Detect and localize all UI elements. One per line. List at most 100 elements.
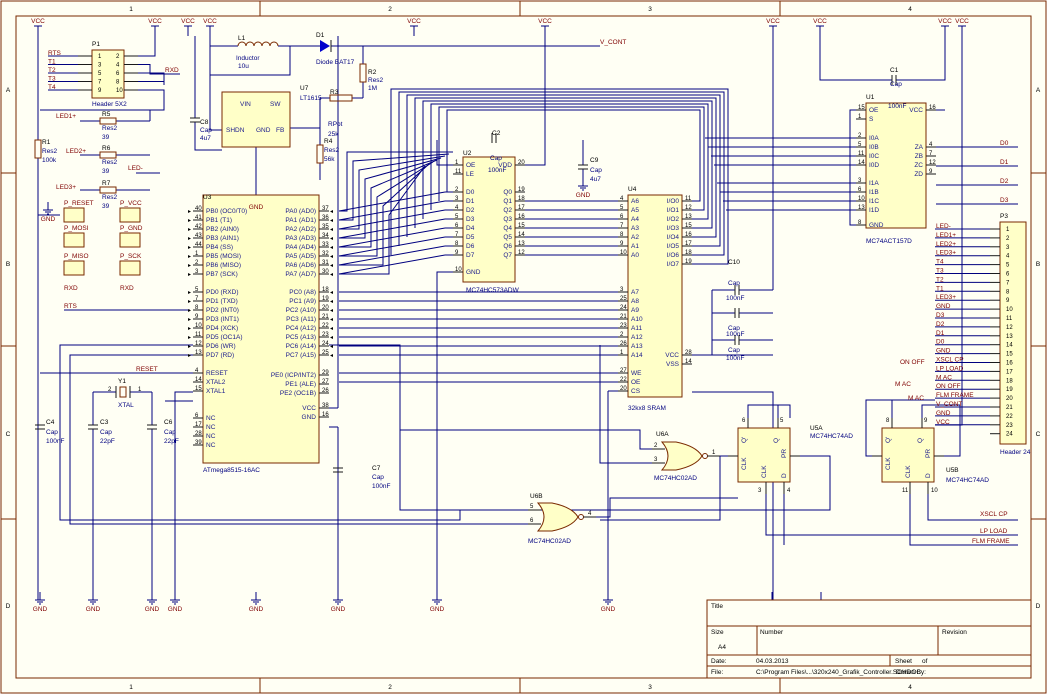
- file-value: C:\Program Files\...\320x240_Grafik_Cont…: [756, 669, 921, 676]
- pin-name: Q5: [503, 234, 512, 241]
- wire: [438, 106, 705, 211]
- wire: [338, 254, 446, 275]
- pin-name: PC7 (A15): [286, 352, 316, 359]
- pin-name: I/O1: [667, 207, 680, 214]
- designator: Y1: [118, 378, 126, 385]
- pin-number: 6: [1006, 272, 1010, 278]
- pin-name: CLK: [885, 457, 892, 470]
- pin-number: 6: [116, 71, 120, 77]
- designator: R5: [102, 111, 111, 118]
- arrow: ◂: [330, 209, 333, 215]
- pin-name: I/O3: [667, 225, 680, 232]
- net-label: T3: [936, 268, 944, 275]
- arrow: ▸: [188, 245, 191, 251]
- net-label: XSCL CP: [936, 357, 964, 364]
- net-label: P_VCC: [120, 200, 142, 207]
- nor-gate-u6b: 564: [528, 502, 596, 532]
- wire: [338, 236, 446, 257]
- value: Cap: [164, 429, 176, 436]
- pin-number: 5: [1006, 263, 1010, 269]
- wire: [338, 200, 446, 221]
- net-label: ON OFF: [936, 383, 961, 390]
- wire: [174, 391, 193, 400]
- pin-name: PB0 (OC0/T0): [206, 208, 247, 215]
- date-value: 04.03.2013: [756, 658, 789, 665]
- wire: [599, 345, 652, 464]
- pin-number: 41: [195, 215, 202, 221]
- pin-name: PB2 (AIN0): [206, 226, 239, 233]
- wire: [747, 404, 791, 418]
- net-label: T1: [936, 285, 944, 292]
- pin-name: PA4 (AD4): [285, 244, 316, 251]
- pin-number: 7: [620, 223, 624, 229]
- resistor-r2: [359, 63, 367, 83]
- vcc-label: VCC: [148, 18, 162, 25]
- arrow: ◂: [330, 299, 333, 305]
- wire: [390, 88, 729, 265]
- pin-number: 9: [929, 169, 933, 175]
- pin-number: 11: [195, 332, 202, 338]
- pin-number: 4: [929, 142, 933, 148]
- value: Header 5X2: [92, 101, 127, 108]
- pin-number: 16: [1006, 361, 1013, 367]
- value: ATmega8515-16AC: [203, 467, 260, 474]
- pin-name: PC3 (A11): [286, 316, 316, 323]
- cap-c12: [734, 335, 740, 345]
- pin-name: PC5 (A13): [286, 334, 316, 341]
- pin-number: 15: [1006, 352, 1013, 358]
- pin-number: 28: [685, 350, 692, 356]
- pin-number: 11: [1006, 316, 1013, 322]
- net-label: LP LOAD: [980, 528, 1008, 535]
- pin-name: I1C: [869, 198, 879, 205]
- pin-number: 2: [116, 54, 120, 60]
- pin-name: NC: [206, 415, 216, 422]
- pin-number: 13: [1006, 334, 1013, 340]
- net-label: LED-: [936, 223, 951, 230]
- arrow: ▸: [188, 326, 191, 332]
- net-label: GND: [936, 410, 951, 417]
- value: 1M: [368, 85, 377, 92]
- pin-name: VCC: [909, 107, 923, 114]
- pin-name: D1: [466, 198, 475, 205]
- pin-number: 10: [455, 267, 462, 273]
- pin-number: 22: [620, 377, 627, 383]
- pin-number: 20: [620, 386, 627, 392]
- cap-c9: [578, 164, 588, 170]
- wire: [40, 89, 165, 111]
- pin-number: 13: [518, 241, 525, 247]
- pin-number: 18: [685, 250, 692, 256]
- col-label: 1: [129, 684, 133, 691]
- arrow: ▸: [188, 218, 191, 224]
- pin-name: A12: [631, 334, 643, 341]
- pin-number: 7: [455, 232, 459, 238]
- value: Cap: [490, 155, 502, 162]
- net-label: RTS: [64, 303, 78, 310]
- arrow: ◂: [330, 353, 333, 359]
- cap-c11: [734, 308, 740, 318]
- pin-number: 17: [518, 205, 525, 211]
- pin-number: 12: [195, 341, 202, 347]
- pin-name: GND: [869, 222, 884, 229]
- pin-number: 3: [1006, 245, 1010, 251]
- pin-name: Q2: [503, 207, 512, 214]
- pin-number: 26: [620, 341, 627, 347]
- resistor-r5: [99, 117, 117, 125]
- net-label: V_CONT: [936, 401, 962, 408]
- pin-number: 4: [455, 205, 459, 211]
- value: XTAL: [118, 402, 134, 409]
- net-label: P_RESET: [64, 200, 94, 207]
- pin-name: A9: [631, 307, 639, 314]
- pin-name: Q0: [503, 189, 512, 196]
- gnd-label: GND: [576, 192, 591, 199]
- pin-number: 19: [322, 296, 329, 302]
- pin-number: 38: [322, 403, 329, 409]
- pin-number: 1: [858, 114, 862, 120]
- pin-name: Q6: [503, 243, 512, 250]
- pin-number: 25: [620, 296, 627, 302]
- pin-number: 37: [322, 206, 329, 212]
- pin-number: 6: [530, 518, 534, 524]
- pin-number: 31: [322, 260, 329, 266]
- pin-name: XTAL2: [206, 379, 226, 386]
- designator: C1: [890, 67, 899, 74]
